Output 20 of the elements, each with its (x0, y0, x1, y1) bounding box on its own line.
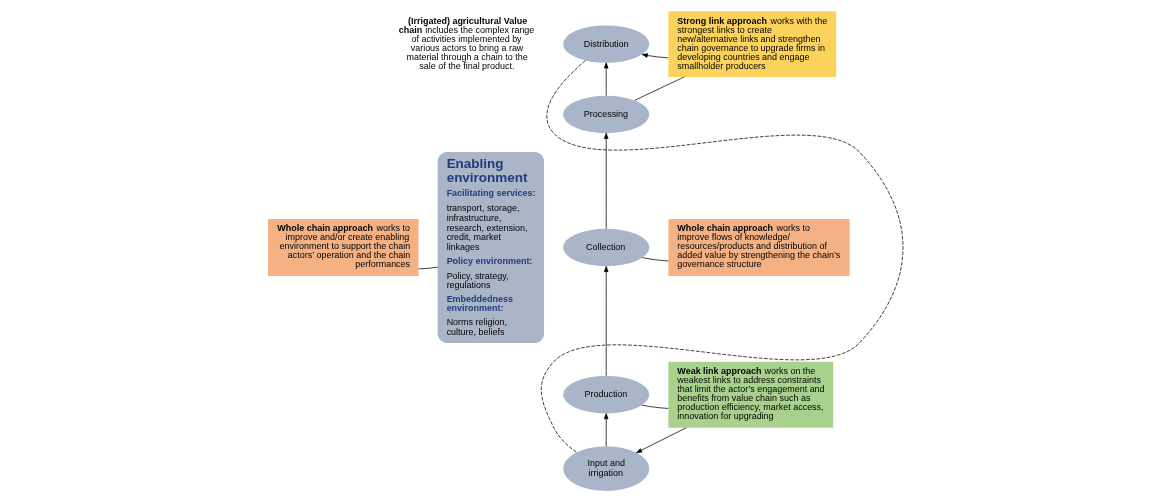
node-ellipse: Collection (563, 228, 650, 267)
arrow (604, 62, 609, 97)
node-box: Enabling environment Facilitating services: transport, storage, infrastructure, research, extension, credit, market linkages Policy environment: Policy, strategy, regulations Embeddedness environment: Norms religion, culture, beliefs (437, 151, 544, 343)
connector (641, 404, 669, 409)
connector (634, 76, 685, 101)
connector (418, 266, 438, 270)
arrow (604, 413, 609, 447)
node-box: Whole chain approach works to improve flows of knowledge/ resources/products and distribution of added value by strengthening the chain’s governance structure (668, 219, 850, 276)
connector (642, 257, 669, 262)
arrow (641, 53, 669, 59)
connector (540, 60, 904, 453)
node-ellipse: Processing (563, 95, 650, 134)
arrow (604, 266, 609, 377)
node-ellipse: Production (563, 375, 650, 414)
node-box: Strong link approach works with the strongest links to create new/alternative links and strengthen chain governance to upgrade firms in developing countries and engage smallholder producers (668, 11, 837, 78)
arrow (636, 427, 687, 454)
node-box: Weak link approach works on the weakest links to address constraints that limit the actor’s engagement and benefits from value chain such as production efficiency, market access, innovation for upgrading (668, 361, 834, 428)
node-box: Whole chain approach works to improve and/or create enabling environment to support the chain actors’ operation and the chain performances (268, 219, 419, 276)
label: (Irrigated) agricultural Value chain includes the complex range of activities implemented by various actors to bring a raw material through a chain to the sale of the final product. (398, 15, 535, 71)
arrow (604, 132, 609, 230)
